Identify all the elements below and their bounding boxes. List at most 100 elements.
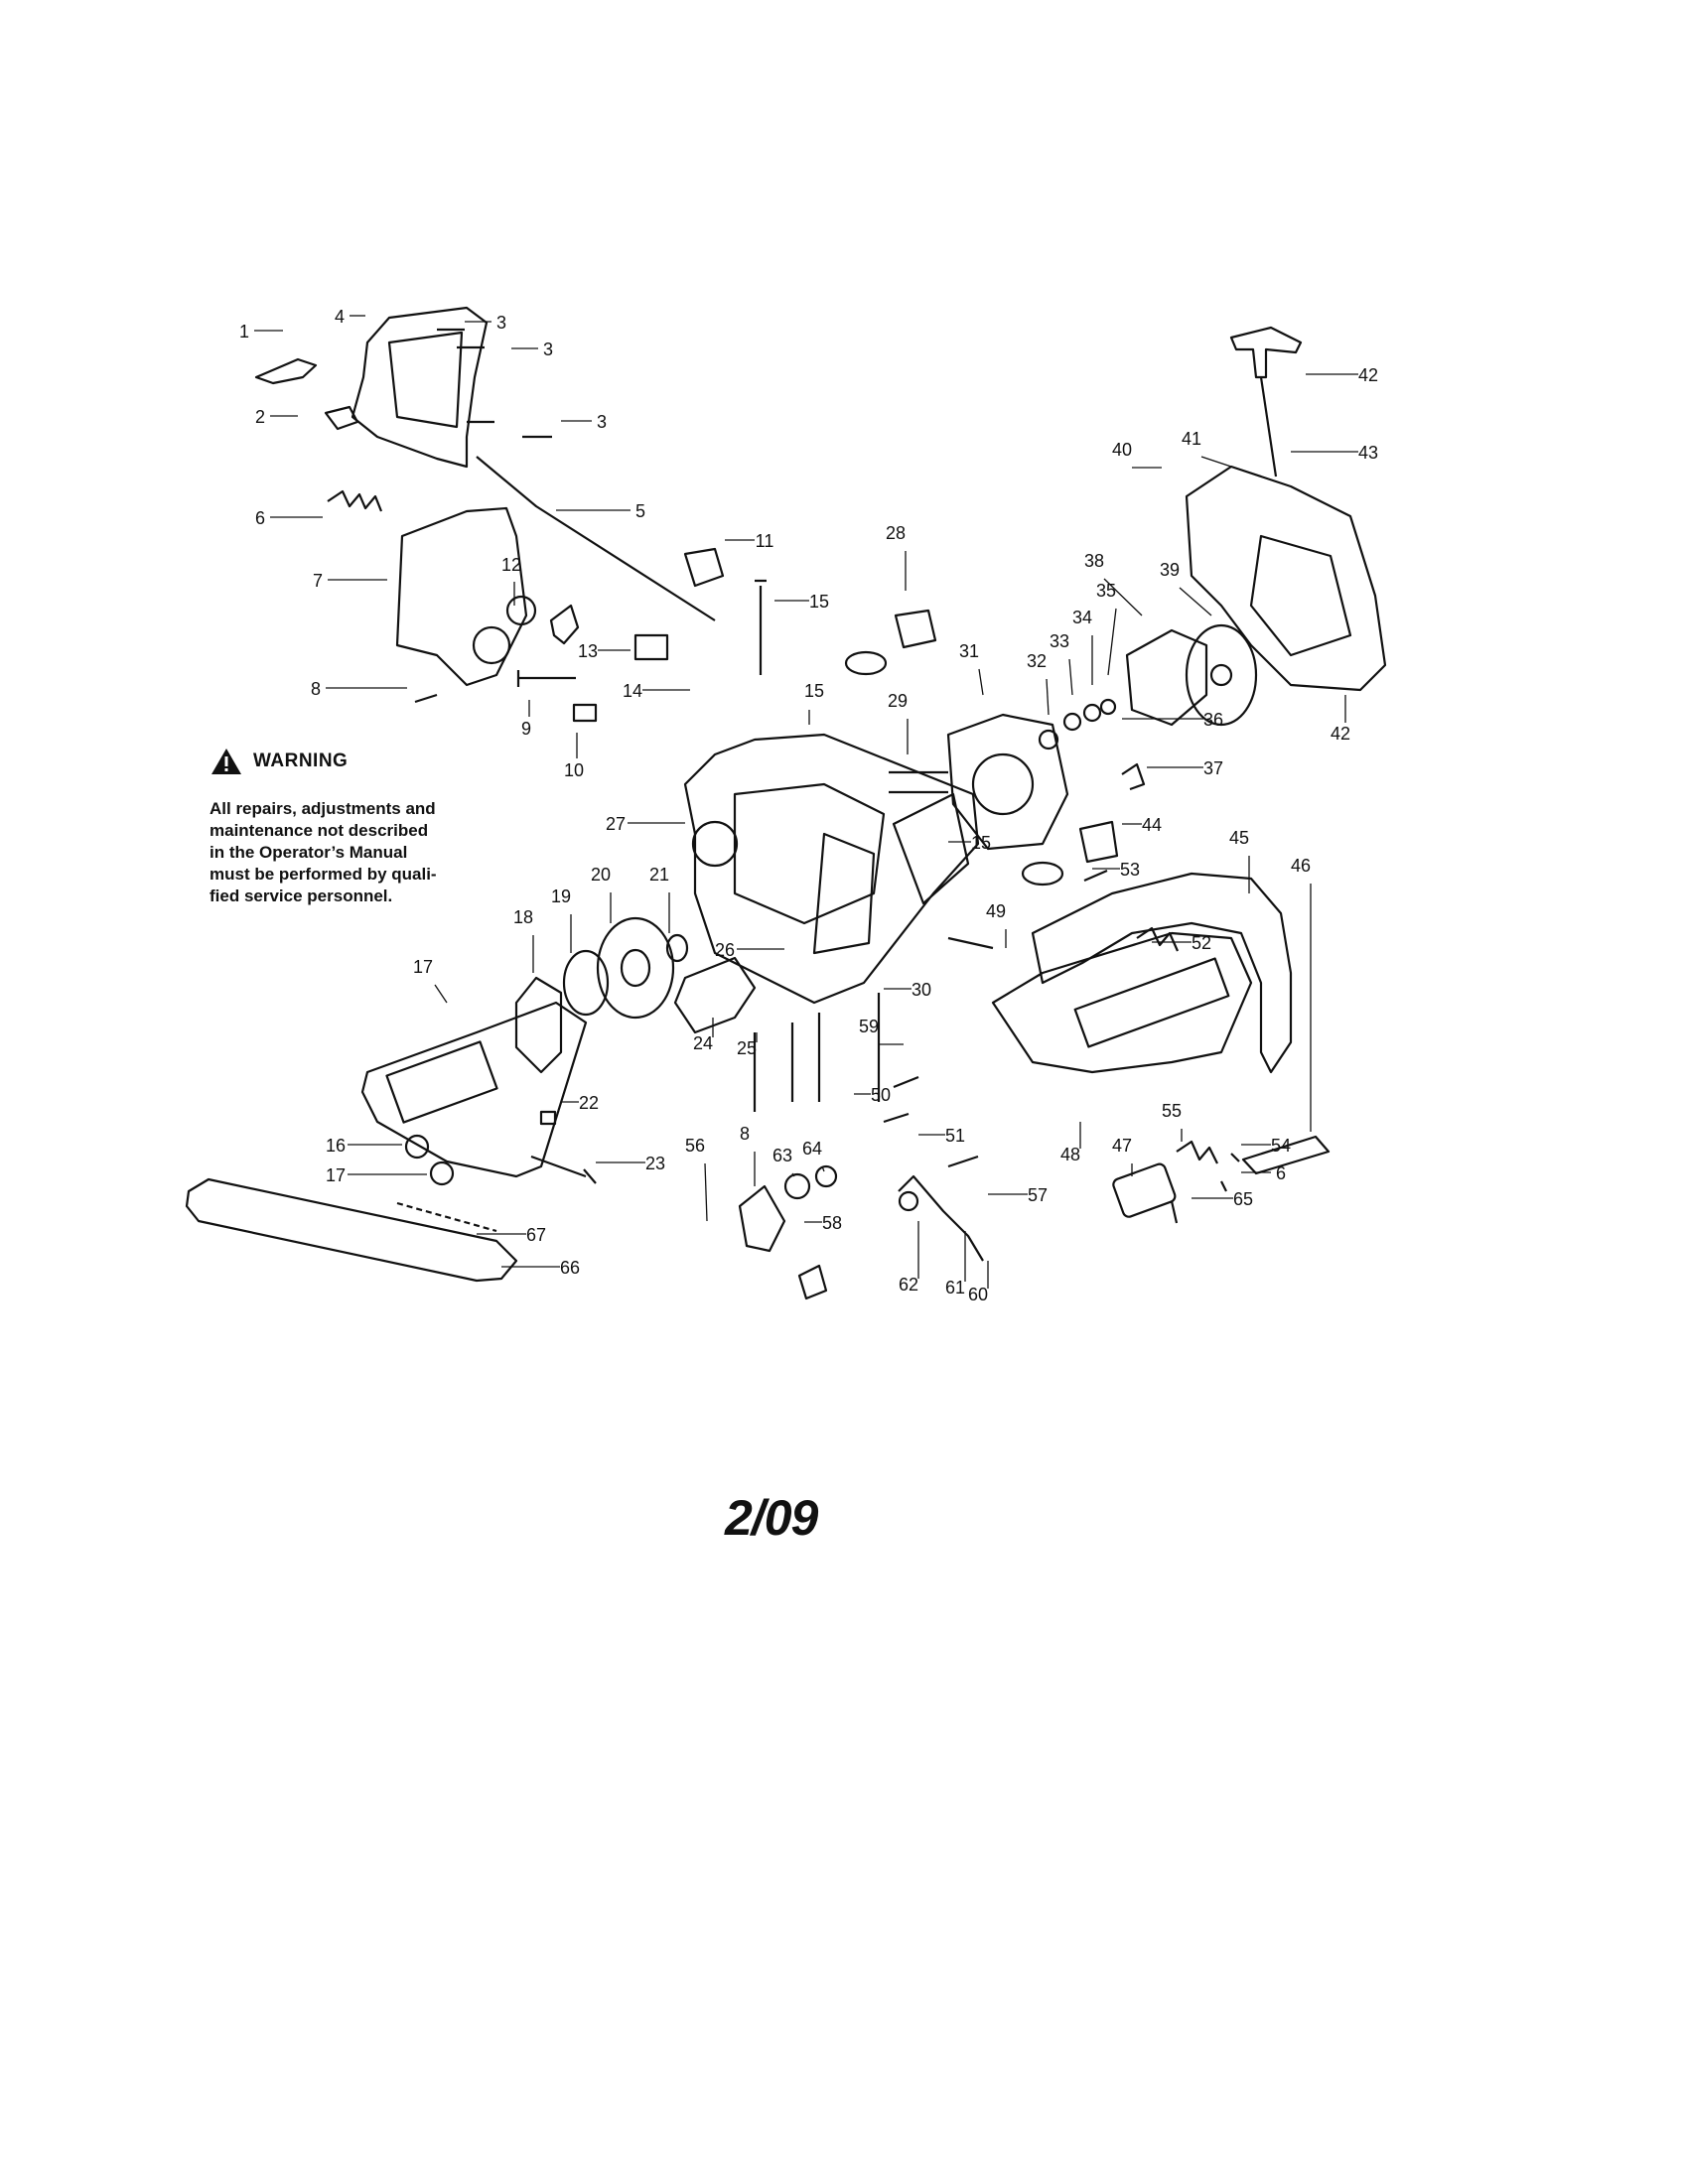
callout-label: 37 — [1203, 758, 1223, 778]
warning-icon — [211, 749, 241, 774]
part-worm-washer — [783, 1172, 811, 1200]
callout-label: 59 — [859, 1017, 879, 1036]
part-bar-plate — [673, 956, 757, 1034]
leader-line — [978, 668, 984, 696]
callout-label: 24 — [693, 1033, 713, 1053]
callout-label: 42 — [1331, 724, 1350, 744]
callout-label: 7 — [313, 571, 323, 591]
callout-label: 45 — [1229, 828, 1249, 848]
callout-label: 62 — [899, 1275, 918, 1295]
callout-label: 34 — [1072, 608, 1092, 627]
callout-label: 32 — [1027, 651, 1047, 671]
callout-label: 5 — [635, 501, 645, 521]
warning-body: All repairs, adjustments and maintenance… — [210, 798, 507, 907]
callout-label: 29 — [888, 691, 908, 711]
callout-label: 3 — [543, 340, 553, 359]
callout-label: 8 — [311, 679, 321, 699]
part-starter-handle — [1229, 326, 1303, 379]
callout-label: 15 — [809, 592, 829, 612]
warning-line: All repairs, adjustments and — [210, 799, 436, 818]
callout-label: 17 — [413, 957, 433, 977]
callout-label: 57 — [1028, 1185, 1048, 1205]
callout-label: 60 — [968, 1285, 988, 1304]
callout-label: 23 — [645, 1154, 665, 1173]
leader-line — [1179, 587, 1212, 616]
part-tensioner-nut — [539, 1110, 557, 1126]
callout-label: 19 — [551, 887, 571, 906]
callout-label: 4 — [335, 307, 345, 327]
part-oil-cap — [894, 609, 937, 649]
part-small-bolts — [883, 869, 1240, 1224]
date-code: 2/09 — [725, 1490, 818, 1546]
part-oil-pump — [738, 1184, 786, 1253]
part-bolts — [889, 770, 948, 794]
part-clip — [572, 703, 598, 723]
callout-label: 56 — [685, 1136, 705, 1156]
callout-label: 20 — [591, 865, 611, 885]
leader-line — [1046, 678, 1050, 716]
part-worm-gear — [814, 1164, 838, 1188]
callout-label: 14 — [623, 681, 642, 701]
part-bolt — [414, 693, 438, 704]
warning-line: fied service personnel. — [210, 887, 393, 905]
part-throttle-rod — [476, 456, 716, 621]
part-guide-bar — [185, 1177, 518, 1283]
callout-label: 53 — [1120, 860, 1140, 880]
warning-title: WARNING — [253, 751, 349, 771]
callout-label: 21 — [649, 865, 669, 885]
part-bar-nut — [404, 1134, 430, 1160]
part-clutch — [514, 976, 563, 1074]
part-av-spring — [549, 604, 580, 645]
warning-notice: WARNING All repairs, adjustments and mai… — [210, 747, 507, 907]
callout-label: 30 — [912, 980, 931, 1000]
part-rear-handle — [351, 306, 489, 469]
callout-label: 42 — [1358, 365, 1378, 385]
callout-label: 40 — [1112, 440, 1132, 460]
leader-line — [1103, 578, 1143, 616]
callout-label: 16 — [326, 1136, 346, 1156]
part-av-spring-front — [1136, 926, 1180, 952]
callout-label: 12 — [501, 555, 521, 575]
part-clutch-drum — [596, 916, 675, 1020]
part-plate — [1241, 1135, 1331, 1175]
callout-label: 3 — [597, 412, 607, 432]
part-front-handle — [1031, 872, 1293, 1074]
callout-label: 47 — [1112, 1136, 1132, 1156]
part-studs — [753, 993, 881, 1112]
part-starter-housing — [1185, 465, 1387, 692]
warning-line: maintenance not described — [210, 821, 429, 840]
callout-label: 36 — [1203, 710, 1223, 730]
callout-label: 61 — [945, 1278, 965, 1297]
callout-label: 50 — [871, 1085, 891, 1105]
callout-label: 65 — [1233, 1189, 1253, 1209]
callout-label: 58 — [822, 1213, 842, 1233]
callout-label: 48 — [1060, 1145, 1080, 1164]
leader-line — [791, 1172, 795, 1177]
callout-label: 51 — [945, 1126, 965, 1146]
part-chain-tensioner — [530, 1155, 597, 1184]
part-small-washer — [665, 933, 689, 963]
callout-label: 55 — [1162, 1101, 1182, 1121]
callout-label: 15 — [971, 833, 991, 853]
part-spring-front — [1176, 1140, 1218, 1164]
part-pump-fitting — [797, 1264, 828, 1300]
part-sleeve — [1112, 1162, 1177, 1218]
callout-label: 17 — [326, 1165, 346, 1185]
callout-label: 33 — [1050, 631, 1069, 651]
callout-label: 49 — [986, 901, 1006, 921]
callout-label: 11 — [756, 531, 774, 551]
part-side-cover — [360, 1001, 588, 1178]
part-washers — [1038, 698, 1117, 751]
callout-label: 9 — [521, 719, 531, 739]
callout-label: 2 — [255, 407, 265, 427]
callout-label: 38 — [1084, 551, 1104, 571]
callout-label: 67 — [526, 1225, 546, 1245]
callout-label: 39 — [1160, 560, 1180, 580]
part-fuel-cap — [1078, 820, 1119, 864]
part-saw-chain — [396, 1201, 497, 1233]
leader-line — [1107, 608, 1117, 676]
part-crankcase — [683, 733, 980, 1005]
part-clutch-washer — [562, 949, 610, 1017]
